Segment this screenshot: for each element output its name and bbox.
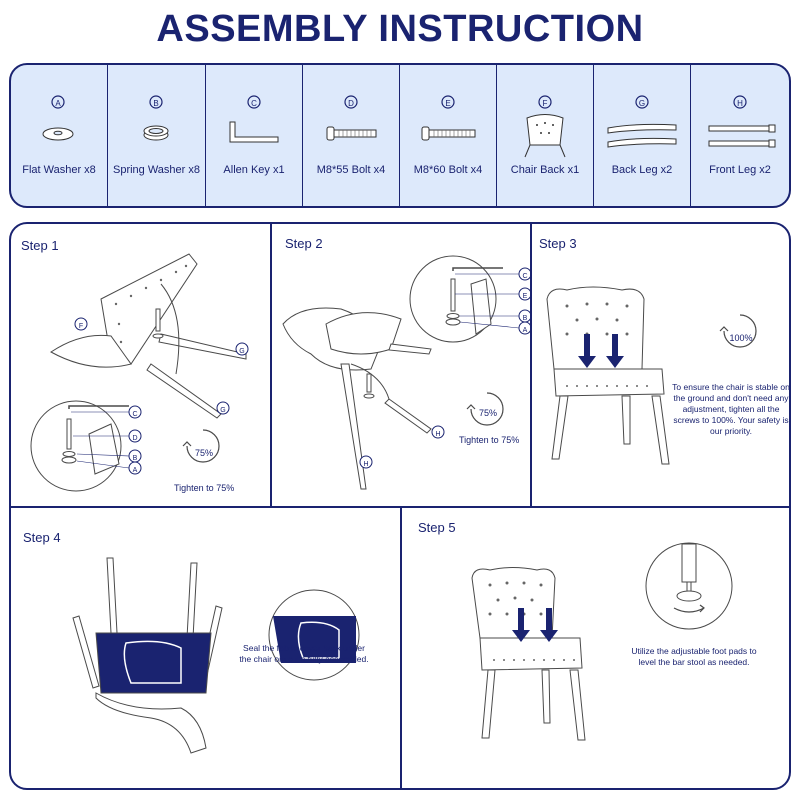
step-label: Step 5 — [418, 520, 456, 535]
part-allen-key: C Allen Key x1 — [206, 65, 303, 206]
divider — [530, 224, 532, 506]
step4-illustration — [72, 557, 360, 754]
step-label: Step 3 — [539, 236, 577, 251]
callout-a: A — [523, 327, 528, 334]
bolt-icon: D — [326, 95, 377, 141]
step2-illustration: 75% C E B A H H — [282, 255, 530, 490]
front-leg-icon: H — [708, 95, 776, 148]
step-2: Step 2 — [271, 224, 530, 506]
step-label: Step 4 — [23, 530, 61, 545]
step-label: Step 1 — [21, 238, 59, 253]
tighten-label: Tighten to 75% — [174, 483, 235, 493]
part-letter: H — [737, 99, 743, 108]
step-3: Step 3 100% To ensure the chair is stabl… — [532, 224, 790, 506]
allen-key-icon: C — [229, 95, 279, 143]
part-flat-washer: A Flat Washer x8 — [11, 65, 108, 206]
callout-b: B — [523, 315, 528, 322]
part-name: Back Leg x2 — [611, 164, 673, 176]
callout-a: A — [133, 467, 138, 474]
step-4: Step 4 Seal the fabric cover back under … — [11, 508, 400, 788]
callout-b: B — [133, 455, 138, 462]
part-name: Flat Washer x8 — [22, 164, 96, 176]
part-letter: G — [639, 99, 645, 108]
part-letter: D — [348, 99, 354, 108]
flat-washer-icon: A — [42, 95, 74, 141]
callout-f: F — [79, 323, 83, 330]
back-leg-icon: G — [607, 95, 677, 148]
part-spring-washer: B Spring Washer x8 — [108, 65, 206, 206]
parts-panel: A Flat Washer x8 B Spring Washer x8 C Al… — [9, 63, 791, 208]
part-letter: C — [251, 99, 257, 108]
part-bolt-m8-60: E M8*60 Bolt x4 — [400, 65, 497, 206]
callout-d: D — [132, 435, 137, 442]
part-chair-back: F Chair Back x1 — [497, 65, 594, 206]
step5-note: Utilize the adjustable foot pads to leve… — [631, 646, 757, 667]
step3-note: To ensure the chair is stable on the gro… — [672, 382, 790, 436]
callout-h: H — [363, 461, 368, 468]
spring-washer-icon: B — [143, 95, 169, 141]
divider — [270, 224, 272, 506]
callout-c: C — [522, 273, 527, 280]
part-letter: B — [153, 99, 158, 108]
step-1: Step 1 — [11, 224, 270, 506]
part-name: M8*60 Bolt x4 — [413, 164, 483, 176]
divider — [400, 506, 402, 788]
callout-g: G — [239, 348, 244, 355]
part-name: Allen Key x1 — [223, 164, 285, 176]
step5-illustration — [471, 542, 733, 741]
callout-e: E — [523, 293, 528, 300]
part-letter: F — [543, 99, 548, 108]
callout-g: G — [220, 407, 225, 414]
chair-back-icon: F — [524, 95, 566, 158]
part-name: M8*55 Bolt x4 — [316, 164, 386, 176]
step4-note: Seal the fabric cover back under the cha… — [239, 643, 369, 664]
callout-h: H — [435, 431, 440, 438]
callout-c: C — [132, 411, 137, 418]
percent-label: 75% — [479, 408, 497, 418]
part-name: Chair Back x1 — [510, 164, 580, 176]
percent-label: 75% — [195, 448, 213, 458]
part-name: Spring Washer x8 — [112, 164, 201, 176]
step3-illustration: 100% — [546, 286, 757, 465]
tighten-label: Tighten to 75% — [459, 435, 520, 445]
part-front-leg: H Front Leg x2 — [691, 65, 789, 206]
part-letter: E — [445, 99, 450, 108]
page-title: ASSEMBLY INSTRUCTION — [156, 8, 644, 50]
steps-panel: Step 1 — [9, 222, 791, 790]
step1-illustration: 75% F G G C D B A — [30, 253, 249, 492]
percent-label: 100% — [729, 333, 752, 343]
bolt-icon: E — [421, 95, 476, 141]
part-name: Front Leg x2 — [709, 164, 771, 176]
step-5: Step 5 Utilize the adjustable foot pads … — [402, 508, 789, 788]
part-bolt-m8-55: D M8*55 Bolt x4 — [303, 65, 400, 206]
step-label: Step 2 — [285, 236, 323, 251]
part-back-leg: G Back Leg x2 — [594, 65, 691, 206]
part-letter: A — [55, 99, 61, 108]
